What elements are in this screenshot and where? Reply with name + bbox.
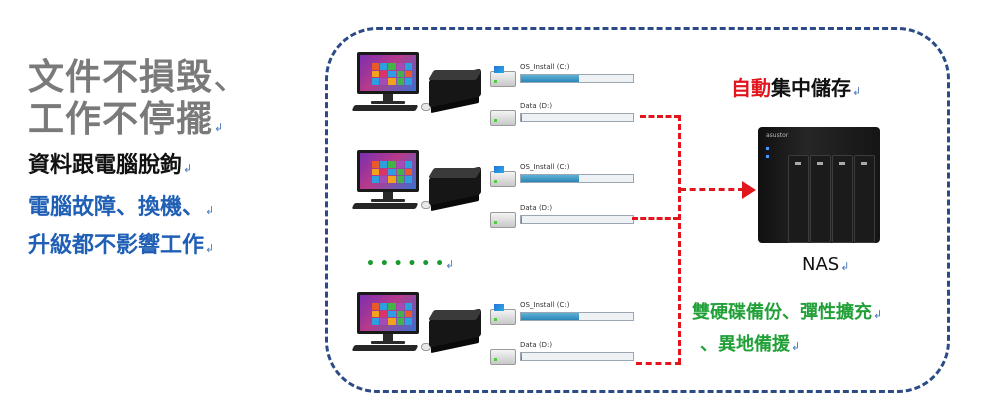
connector-vertical <box>678 115 681 364</box>
computer-2 <box>351 150 487 240</box>
heading-line-3: 資料跟電腦脫鉤↲ <box>28 153 193 178</box>
nas-device-icon: asustor <box>758 127 880 247</box>
heading-line-2: 工作不停擺↲ <box>28 99 225 140</box>
connector-line-3 <box>636 362 681 365</box>
feature-line-2: 、異地備援↲ <box>700 334 801 355</box>
heading-line-4: 電腦故障、換機、↲ <box>28 195 215 220</box>
keyboard-icon <box>351 345 419 351</box>
drive-usage-bar <box>520 352 634 361</box>
drive-data-1: Data (D:) <box>490 102 650 128</box>
heading-line-1: 文件不損毀、 <box>28 57 251 98</box>
keyboard-icon <box>351 203 419 209</box>
arrow-to-nas-line <box>680 188 744 191</box>
computer-3 <box>351 292 487 382</box>
connector-line-1 <box>640 115 680 118</box>
storage-title: 自動集中儲存↲ <box>731 76 862 100</box>
drive-os-3: OS_Install (C:) <box>490 301 650 327</box>
drive-os-1: OS_Install (C:) <box>490 63 650 89</box>
ellipsis-dots: • • • • • •↲ <box>366 256 455 272</box>
hard-drive-icon <box>490 349 516 365</box>
hard-drive-icon <box>490 166 516 187</box>
drive-os-2: OS_Install (C:) <box>490 163 650 189</box>
drive-usage-bar <box>520 174 634 183</box>
keyboard-icon <box>351 105 419 111</box>
heading-line-5: 升級都不影響工作↲ <box>28 233 215 258</box>
drive-usage-bar <box>520 113 634 122</box>
hard-drive-icon <box>490 66 516 87</box>
monitor-icon <box>357 150 419 192</box>
monitor-icon <box>357 292 419 334</box>
hard-drive-icon <box>490 110 516 126</box>
computer-1 <box>351 52 487 142</box>
feature-line-1: 雙硬碟備份、彈性擴充↲ <box>692 302 883 323</box>
drive-usage-bar <box>520 215 634 224</box>
monitor-icon <box>357 52 419 94</box>
nas-label: NAS↲ <box>802 254 850 275</box>
arrow-head-icon <box>742 181 756 199</box>
drive-data-3: Data (D:) <box>490 341 650 367</box>
drive-usage-bar <box>520 74 634 83</box>
nas-brand: asustor <box>766 132 789 139</box>
dashed-frame <box>325 27 950 393</box>
connector-line-2 <box>632 217 679 220</box>
hard-drive-icon <box>490 304 516 325</box>
drive-usage-bar <box>520 312 634 321</box>
drive-data-2: Data (D:) <box>490 204 650 230</box>
hard-drive-icon <box>490 212 516 228</box>
